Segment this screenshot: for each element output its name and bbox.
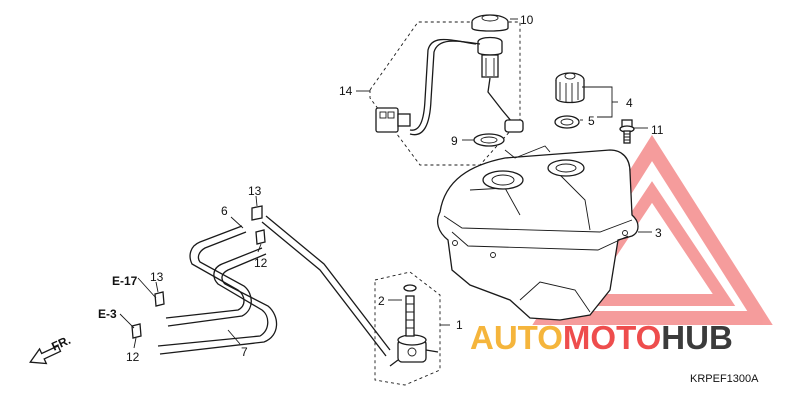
callout-12-upper: 12 — [254, 256, 268, 270]
drain-tube-7 — [157, 247, 278, 355]
callout-13-lower: 13 — [150, 270, 164, 284]
callout-6: 6 — [221, 204, 228, 218]
callout-7: 7 — [241, 345, 248, 359]
seal-5 — [554, 115, 580, 129]
watermark-part-moto: MOTO — [563, 319, 661, 356]
callout-9: 9 — [451, 134, 458, 148]
callout-4: 4 — [626, 96, 633, 110]
diagram-code: KRPEF1300A — [690, 373, 759, 385]
ref-e17: E-17 — [112, 274, 138, 288]
callout-1: 1 — [456, 318, 463, 332]
clip-13-lower — [154, 291, 165, 307]
bolt-11 — [619, 119, 635, 144]
ref-e3: E-3 — [98, 307, 117, 321]
packing-9 — [473, 133, 505, 147]
callout-12-lower: 12 — [126, 350, 140, 364]
clip-13-upper — [251, 205, 263, 221]
clip-12-upper — [255, 229, 266, 245]
watermark-part-auto: AUTO — [470, 319, 563, 356]
front-arrow-icon — [29, 345, 62, 365]
front-direction-label: FR. — [49, 333, 72, 354]
callout-2: 2 — [378, 294, 385, 308]
callout-13-upper: 13 — [248, 184, 262, 198]
clip-12-lower — [131, 323, 142, 339]
callout-11: 11 — [651, 123, 664, 137]
breather-tube-6 — [165, 225, 252, 327]
watermark-text: AUTOMOTOHUB — [470, 319, 733, 356]
callout-14: 14 — [339, 84, 353, 98]
fuel-cock-group-outline — [374, 271, 441, 386]
watermark-part-hub: HUB — [661, 319, 733, 356]
cap-assembly-4 — [555, 72, 585, 104]
fuel-strainer — [403, 284, 417, 337]
fuel-tank — [437, 145, 639, 321]
callout-5: 5 — [588, 114, 595, 128]
fuel-sender-unit — [375, 36, 524, 136]
callout-10: 10 — [520, 13, 534, 27]
callout-3: 3 — [655, 226, 662, 240]
fuel-cap-10 — [471, 14, 509, 32]
fuel-cock — [389, 334, 439, 367]
leader-lines — [119, 18, 652, 349]
fuel-tube — [261, 221, 387, 357]
